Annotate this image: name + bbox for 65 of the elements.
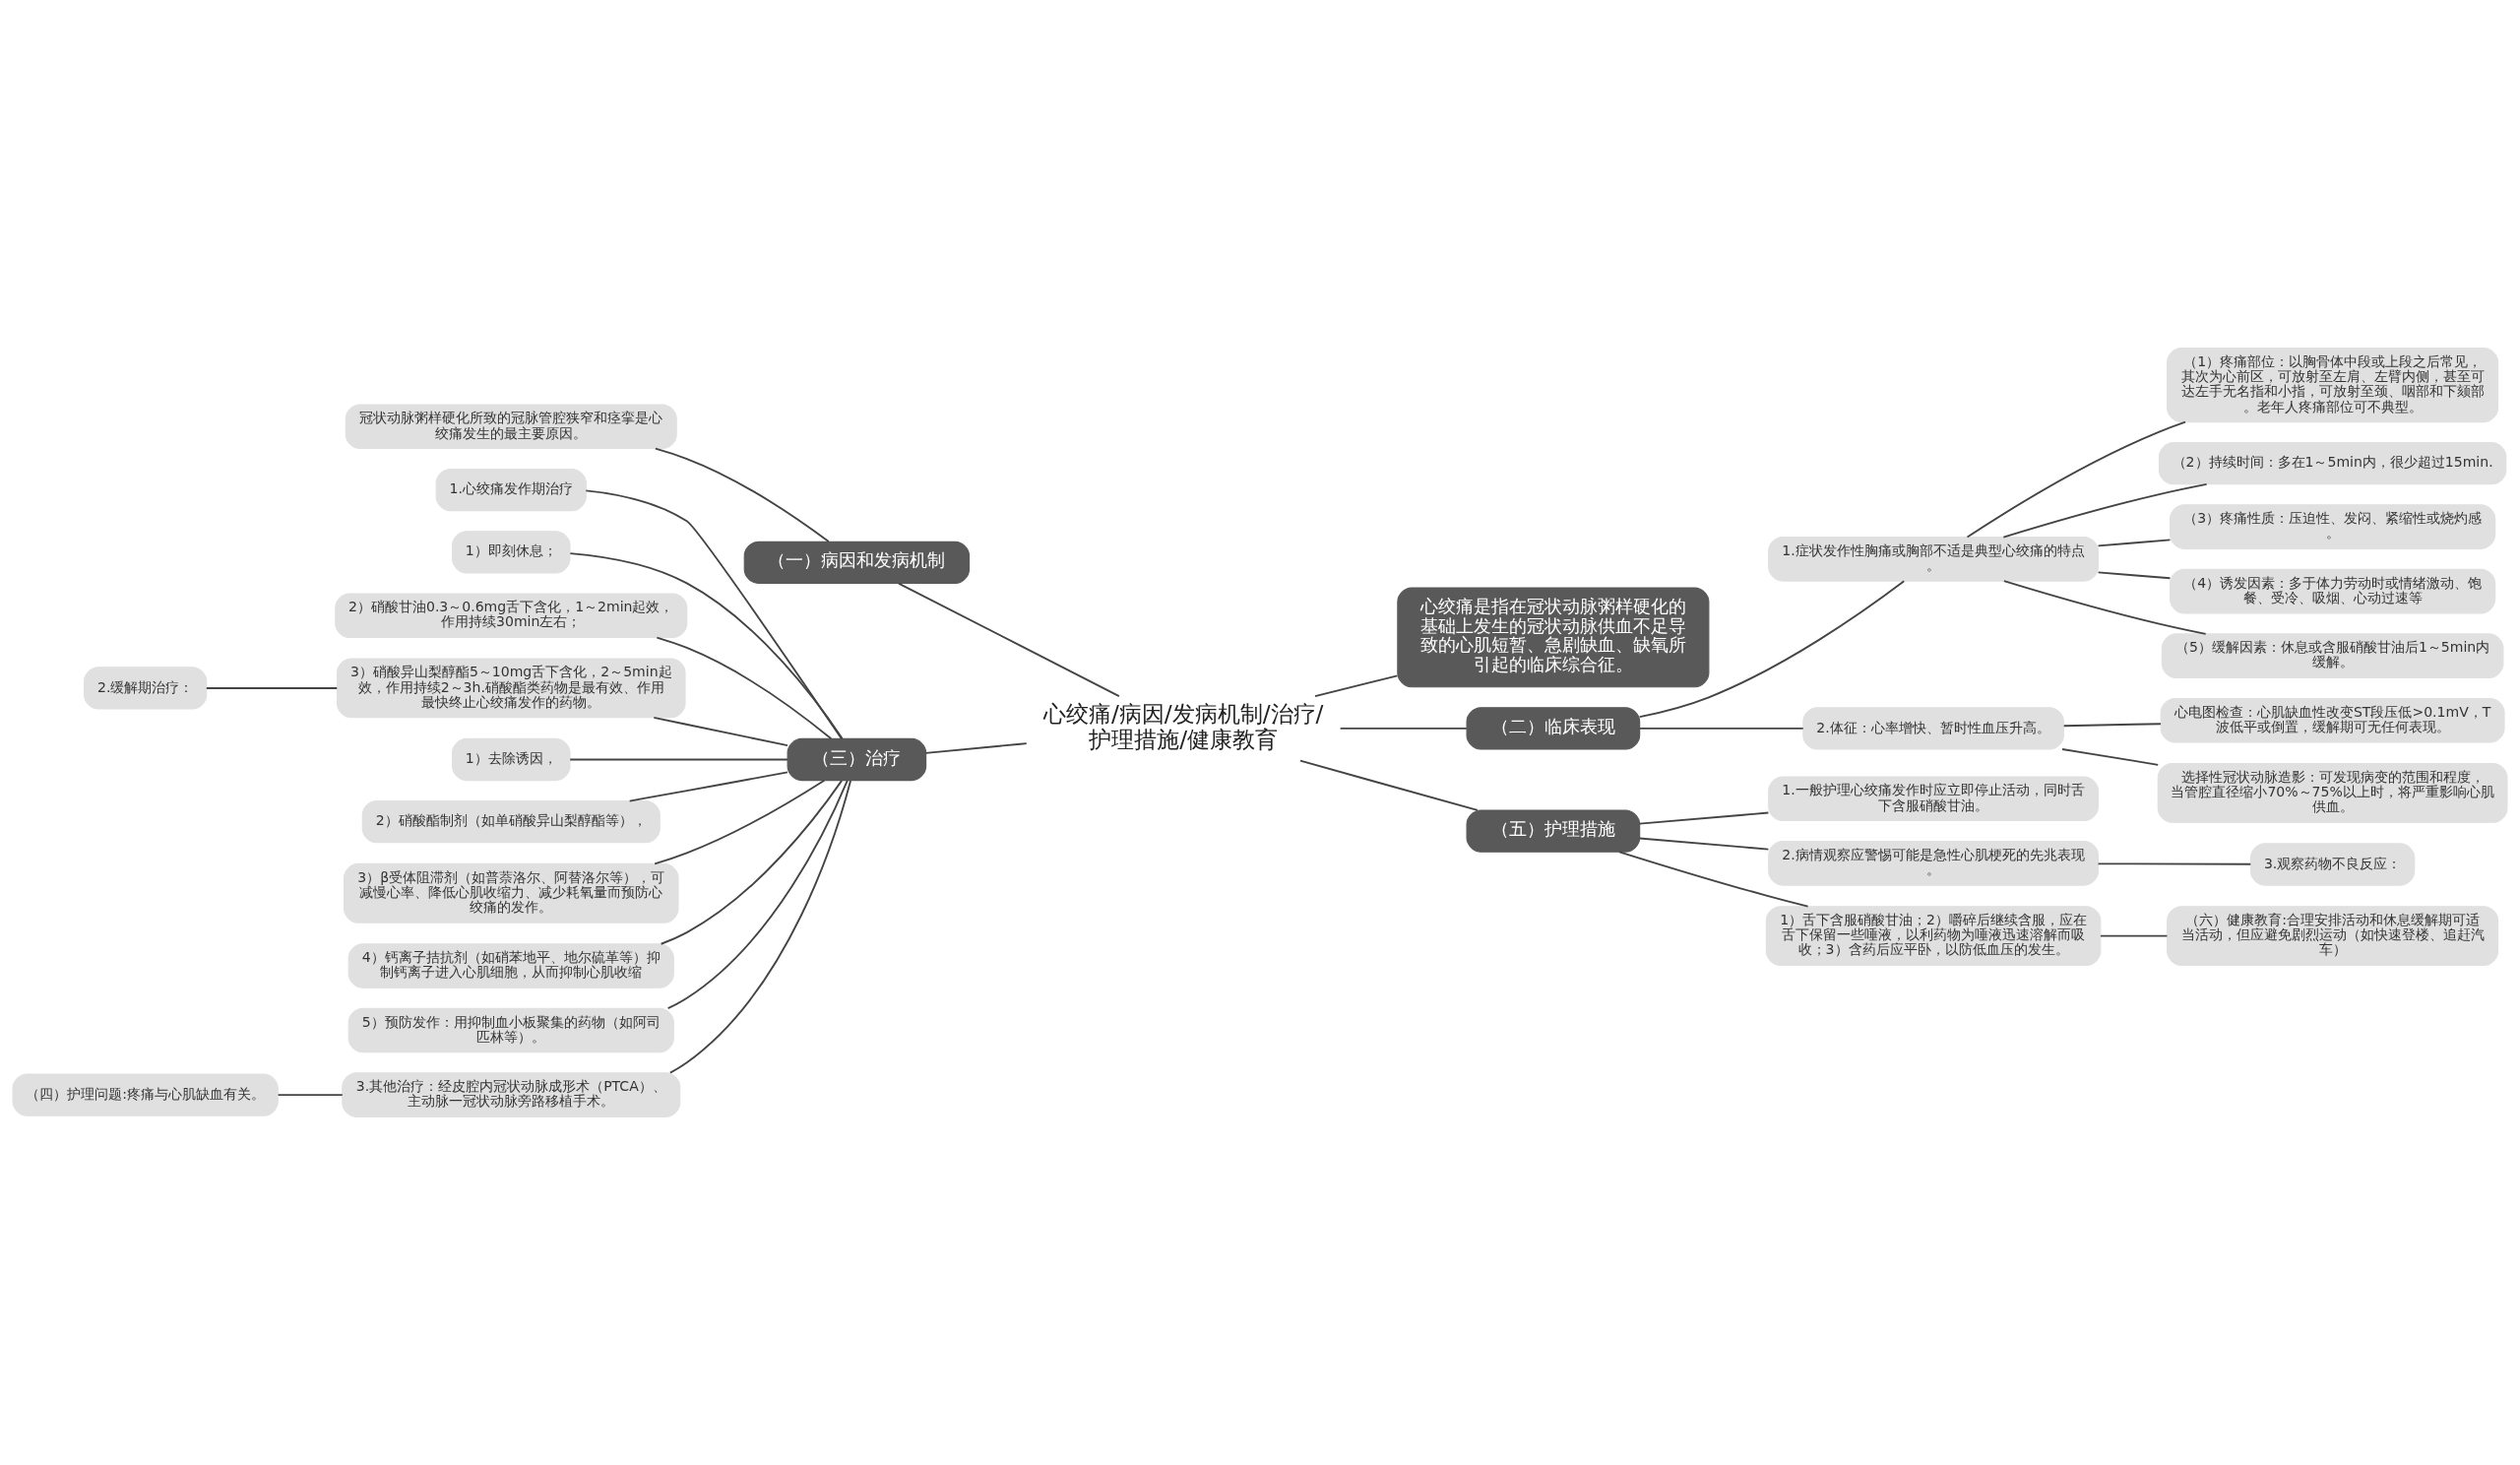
connector xyxy=(2099,934,2169,937)
node-box: 2）硝酸甘油0.3～0.6mg舌下含化，1～2min起效，作用持续30min左右； xyxy=(335,593,688,639)
connector xyxy=(2002,482,2208,539)
node-box: 5）预防发作：用抑制血小板聚集的药物（如阿司匹林等）。 xyxy=(347,1007,674,1053)
connector xyxy=(1638,811,1770,825)
node-box: （三）治疗 xyxy=(787,737,927,782)
connector xyxy=(1638,837,1770,851)
connector xyxy=(2061,748,2160,766)
node-box: 心绞痛是指在冠状动脉粥样硬化的基础上发生的冠状动脉供血不足导致的心肌短暂、急剧缺血、缺氧所引起的临床综合征。 xyxy=(1397,587,1710,688)
connector xyxy=(654,447,830,542)
connector xyxy=(898,582,1120,698)
connector xyxy=(1966,420,2186,539)
node-box: 1）去除诱因， xyxy=(452,737,571,782)
node-box: （2）持续时间：多在1～5min内，很少超过15min. xyxy=(2158,442,2507,485)
connector xyxy=(653,716,788,747)
connector xyxy=(1618,851,1809,908)
connector xyxy=(569,758,788,761)
connector xyxy=(2062,723,2162,728)
connector xyxy=(585,489,843,740)
connector xyxy=(2002,580,2207,635)
node-box: 2）硝酸酯制剂（如单硝酸异山梨醇酯等）， xyxy=(361,800,661,844)
connector xyxy=(1638,580,1906,719)
node-box: 1.一般护理心绞痛发作时应立即停止活动，同时舌下含服硝酸甘油。 xyxy=(1768,776,2100,822)
node-box: 3.观察药物不良反应： xyxy=(2249,843,2416,886)
node-box: 4）钙离子拮抗剂（如硝苯地平、地尔硫革等）抑制钙离子进入心肌细胞，从而抑制心肌收缩 xyxy=(347,943,674,988)
connector xyxy=(1299,759,1479,811)
connector xyxy=(277,1094,344,1096)
connector xyxy=(2097,571,2172,580)
node-text: 心绞痛/病因/发病机制/治疗/护理措施/健康教育 xyxy=(1042,699,1324,753)
connector xyxy=(2097,539,2172,547)
node-box: 3）硝酸异山梨醇酯5～10mg舌下含化，2～5min起效，作用持续2～3h.硝酸酯类药物是最有效、作用最快终止心绞痛发作的药物。 xyxy=(336,658,686,719)
node-box: 1）即刻休息； xyxy=(452,531,571,574)
node-box: 2.病情观察应警惕可能是急性心肌梗死的先兆表现。 xyxy=(1768,841,2100,886)
connector xyxy=(628,771,788,802)
node-box: （四）护理问题:疼痛与心肌缺血有关。 xyxy=(12,1073,279,1116)
node-box: （3）疼痛性质：压迫性、发闷、紧缩性或烧灼感。 xyxy=(2170,504,2496,549)
node-box: 选择性冠状动脉造影：可发现病变的范围和程度，当管腔直径缩小70%～75%以上时，将严重影响心肌供血。 xyxy=(2157,763,2508,823)
node-box: 1.症状发作性胸痛或胸部不适是典型心绞痛的特点。 xyxy=(1768,537,2100,582)
connector xyxy=(660,779,844,945)
connector xyxy=(1638,727,1804,730)
connector xyxy=(924,742,1028,754)
connector xyxy=(1314,674,1399,697)
node-box: （5）缓解因素：休息或含服硝酸甘油后1～5min内缓解。 xyxy=(2161,633,2504,678)
connector xyxy=(569,552,844,740)
node-box: 3）β受体阻滞剂（如普萘洛尔、阿替洛尔等），可减慢心率、降低心肌收缩力、减少耗氧量而预防心绞痛的发作。 xyxy=(343,862,679,924)
node-box: 1）舌下含服硝酸甘油；2）嚼碎后继续含服，应在舌下保留一些唾液，以利药物为唾液迅速溶解而吸收；3）含药后应平卧，以防低血压的发生。 xyxy=(1765,906,2102,966)
node-box: 2.体征：心率增快、暂时性血压升高。 xyxy=(1802,707,2064,750)
node-box: （4）诱发因素：多于体力劳动时或情绪激动、饱餐、受冷、吸烟、心动过速等 xyxy=(2170,568,2496,614)
node-box: （六）健康教育:合理安排活动和休息缓解期可适当活动，但应避免剧烈运动（如快速登楼、追赶汽车） xyxy=(2167,906,2499,966)
node-box: 2.缓解期治疗： xyxy=(84,667,208,710)
connector xyxy=(668,779,851,1074)
node-box: （1）疼痛部位：以胸骨体中段或上段之后常见，其次为心前区，可放射至左肩、左臂内侧，甚至可达左手无名指和小指，可放射至颈、咽部和下颏部。老年人疼痛部位可不典型。 xyxy=(2167,348,2499,423)
node-box: （二）临床表现 xyxy=(1466,707,1641,750)
node-box: 1.心绞痛发作期治疗 xyxy=(435,469,587,512)
connector xyxy=(205,687,339,689)
node-box: 冠状动脉粥样硬化所致的冠脉管腔狭窄和痉挛是心绞痛发生的最主要原因。 xyxy=(345,404,677,450)
node-box: （一）病因和发病机制 xyxy=(743,541,971,585)
connector xyxy=(2097,862,2252,865)
node-box: 3.其他治疗：经皮腔内冠状动脉成形术（PTCA）、主动脉一冠状动脉旁路移植手术。 xyxy=(342,1072,681,1117)
connector xyxy=(1339,727,1468,730)
connector xyxy=(654,779,826,865)
connector xyxy=(666,779,849,1010)
node-box: （五）护理措施 xyxy=(1466,809,1641,853)
node-box: 心电图检查：心肌缺血性改变ST段压低>0.1mV，T波低平或倒置，缓解期可无任何表现。 xyxy=(2160,697,2505,743)
connector xyxy=(656,636,833,740)
